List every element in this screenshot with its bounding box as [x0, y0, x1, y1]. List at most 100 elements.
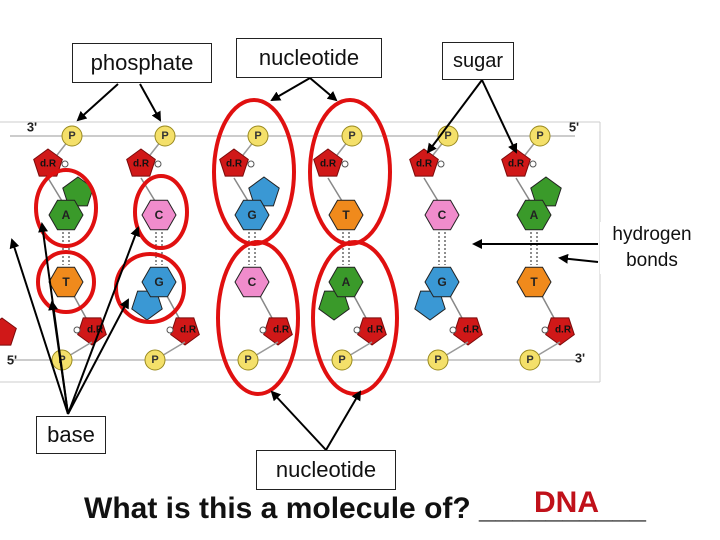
sugar-bottom [77, 317, 107, 346]
phosphate-bottom-symbol: P [151, 354, 158, 366]
base-bottom-letter: C [248, 275, 257, 289]
sugar-bottom [545, 317, 575, 346]
sugar-base-bond-top [327, 177, 343, 202]
hydrogen-bonds-line2: bonds [626, 250, 678, 271]
sugar-top-label: d.R [226, 159, 243, 170]
arrow-base-1 [9, 238, 69, 415]
base-top-letter: A [530, 208, 539, 222]
strand-end-top-left: 3' [27, 120, 37, 135]
base-top [424, 199, 460, 231]
base-top [141, 199, 177, 231]
nucleotide-top-label: nucleotide [236, 38, 382, 78]
sugar-top-label: d.R [320, 159, 337, 170]
base-top [48, 199, 84, 231]
sugar-base-bond-top [423, 177, 439, 202]
phosphate-bottom-symbol: P [434, 354, 441, 366]
arrow-nucleotide-top-2 [309, 77, 338, 102]
edge-sugar [0, 317, 17, 346]
sugar-top [126, 148, 156, 177]
base-bottom-letter: A [342, 275, 351, 289]
sugar-top-oxygen [154, 160, 162, 168]
sugar-base-bond-bottom [449, 295, 463, 319]
sugar-bottom-oxygen [541, 326, 549, 334]
phosphate-bottom-symbol: P [58, 354, 65, 366]
base-label: base [36, 416, 106, 454]
sugar-bottom-oxygen [259, 326, 267, 334]
sugar-base-bond-bottom [166, 295, 180, 319]
sugar-top-oxygen [341, 160, 349, 168]
arrow-sugar-2 [481, 79, 518, 154]
arrow-nucleotide-bottom-1 [270, 390, 327, 451]
phosphate-bottom [331, 349, 353, 371]
arrow-hydrogen-bonds-2 [558, 253, 599, 264]
sugar-top-oxygen [61, 160, 69, 168]
base-top-letter: C [438, 208, 447, 222]
sugar-base-bond-bottom [259, 295, 273, 319]
base-top-letter: C [155, 208, 164, 222]
phosphate-bottom-symbol: P [526, 354, 533, 366]
question-wrap: What is this a molecule of? __________ D… [84, 486, 646, 526]
sugar-top [313, 148, 343, 177]
sugar-bottom [263, 317, 293, 346]
base-bottom [234, 266, 270, 298]
sugar-bottom-label: d.R [555, 325, 572, 336]
sugar-bottom-oxygen [166, 326, 174, 334]
phosphate-bottom [144, 349, 166, 371]
arrow-base-5 [67, 298, 129, 415]
base-top-letter: G [247, 208, 256, 222]
base-bottom-letter: T [530, 275, 538, 289]
sugar-bottom [170, 317, 200, 346]
base-bottom [141, 266, 177, 298]
ring-base-t [36, 250, 96, 314]
sugar-top-label: d.R [133, 159, 150, 170]
sugar-label: sugar [442, 42, 514, 80]
phosphate-label: phosphate [72, 43, 212, 83]
strand-end-top-right: 5' [569, 120, 579, 135]
sugar-bottom-label: d.R [273, 325, 290, 336]
phosphate-bottom-symbol: P [338, 354, 345, 366]
base-top-letter: A [62, 208, 71, 222]
sugar-bottom-oxygen [73, 326, 81, 334]
ring-base-a [34, 168, 98, 248]
sugar-base-bond-bottom [541, 295, 555, 319]
sugar-top-oxygen [529, 160, 537, 168]
phosphate-bottom-symbol: P [244, 354, 251, 366]
answer-text: DNA [534, 486, 599, 519]
phosphate-bottom [519, 349, 541, 371]
sugar-top [219, 148, 249, 177]
phosphate-top [61, 125, 83, 147]
phosphate-top [529, 125, 551, 147]
sugar-bottom-label: d.R [87, 325, 104, 336]
phosphate-top-symbol: P [254, 130, 261, 142]
phosphate-top [247, 125, 269, 147]
arrow-base-4 [48, 300, 69, 415]
sugar-top-label: d.R [416, 159, 433, 170]
sugar-top-oxygen [437, 160, 445, 168]
phosphate-bottom [427, 349, 449, 371]
base-top [328, 199, 364, 231]
sugar-top-oxygen [247, 160, 255, 168]
phosphate-top-symbol: P [348, 130, 355, 142]
base-bottom [424, 266, 460, 298]
arrow-phosphate-1 [76, 83, 119, 122]
phosphate-top-symbol: P [161, 130, 168, 142]
sugar-bottom-oxygen [449, 326, 457, 334]
base-bottom-letter: T [62, 275, 70, 289]
hydrogen-bonds-label: hydrogen bonds [600, 222, 704, 274]
phosphate-top [154, 125, 176, 147]
sugar-base-bond-top [140, 177, 156, 202]
sugar-base-bond-top [515, 177, 531, 202]
arrow-phosphate-2 [139, 83, 161, 122]
sugar-top-label: d.R [508, 159, 525, 170]
phosphate-top [341, 125, 363, 147]
sugar-top [501, 148, 531, 177]
strand-end-bottom-right: 3' [575, 351, 585, 366]
base-bottom [516, 266, 552, 298]
strand-end-bottom-left: 5' [7, 353, 17, 368]
sugar-bottom [453, 317, 483, 346]
sugar-base-bond-top [233, 177, 249, 202]
base-top [234, 199, 270, 231]
sugar-bottom-label: d.R [367, 325, 384, 336]
hydrogen-bonds-line1: hydrogen [612, 224, 692, 245]
